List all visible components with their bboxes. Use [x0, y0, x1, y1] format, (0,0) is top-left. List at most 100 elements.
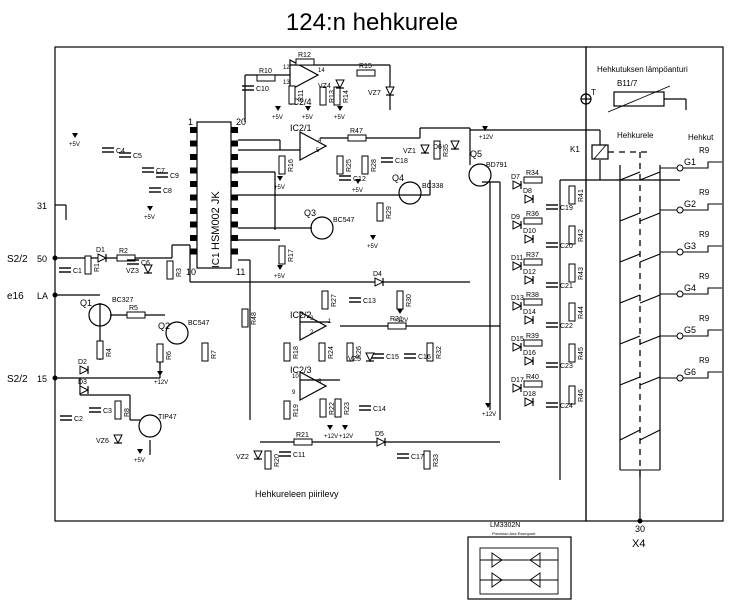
plug-symbol [683, 203, 722, 211]
resistor [523, 176, 543, 184]
supply-arrow [305, 106, 311, 111]
plug-output-label: G1 [684, 157, 696, 167]
diode-label: VZ7 [368, 90, 381, 97]
opamps: IC2/4 IC2/1 IC2/2 IC2/3 12 13 14 4 5 3 2… [283, 58, 332, 402]
inset-sub: Precision Ana Exsmpout [492, 531, 536, 536]
resistor-label: R17 [288, 249, 295, 262]
diode-label: D3 [78, 379, 87, 386]
opamp-ic2-2 [299, 310, 328, 342]
resistor [568, 385, 576, 405]
ic1-pin-right [231, 154, 238, 160]
plug-resistor-label: R9 [699, 314, 710, 323]
capacitor-label: C6 [141, 260, 150, 267]
resistor-label: R20 [274, 454, 281, 467]
resistor-label: R34 [526, 170, 539, 177]
ic1-pin-left [190, 127, 197, 133]
resistor-label: R2 [119, 248, 128, 255]
conn-s2-bottom: S2/2 [7, 374, 28, 385]
supply-label: +5V [367, 244, 378, 250]
diode [512, 342, 523, 352]
transistor-q1 [88, 303, 112, 327]
supply-label: +12V [324, 434, 338, 440]
resistor [568, 343, 576, 363]
resistor-label: R13 [329, 90, 336, 103]
pin-12: 12 [283, 65, 290, 71]
pin-5: 5 [316, 148, 320, 154]
resistor [336, 155, 344, 175]
supply-label: +12V [394, 318, 408, 324]
conn-15: 15 [37, 374, 47, 384]
resistor [568, 302, 576, 322]
resistor-label: R46 [578, 389, 585, 402]
resistor [568, 263, 576, 283]
resistor-label: R41 [578, 189, 585, 202]
resistor [283, 342, 291, 362]
resistor [295, 58, 315, 66]
resistor-label: R15 [359, 63, 372, 70]
relay-contact [619, 171, 641, 181]
resistor-label: R42 [578, 229, 585, 242]
opamp-label-ic2-3: IC2/3 [290, 365, 312, 375]
ic1-pin-left [190, 194, 197, 201]
resistor [523, 217, 543, 225]
resistor [423, 450, 431, 470]
resistor-label: R16 [288, 159, 295, 172]
resistor [278, 155, 286, 175]
supply-label: +5V [352, 188, 363, 194]
supply-arrow [397, 309, 403, 314]
resistor-label: R29 [386, 206, 393, 219]
capacitor-label: C20 [560, 243, 573, 250]
capacitor-label: C4 [116, 148, 125, 155]
ic1-pin-10: 10 [186, 267, 196, 277]
diode-label: D18 [523, 391, 536, 398]
plug-symbol [683, 245, 722, 253]
relay-contact [639, 429, 661, 441]
diode-label: VZ4 [318, 83, 331, 90]
relay-contact [639, 253, 661, 263]
diode-label: D12 [523, 269, 536, 276]
plug-symbol [683, 329, 722, 337]
transistor-tip47 [138, 414, 162, 438]
resistor-label: R10 [259, 68, 272, 75]
resistor-label: R26 [356, 346, 363, 359]
resistor-label: R35 [443, 144, 450, 157]
supply-arrow [485, 403, 491, 408]
plug-output-label: G4 [684, 283, 696, 293]
capacitor-group: C1C2C3C4C5C6C7C8C9C10C11C12C13C14C15C16C… [59, 85, 573, 461]
plug-symbol [683, 161, 722, 169]
transistor-q3 [310, 216, 334, 240]
resistor-label: R47 [350, 128, 363, 135]
lm3302n-inset: LM3302N Precision Ana Exsmpout [467, 522, 572, 600]
pin-2: 2 [310, 330, 314, 336]
diode-label: VZ1 [403, 148, 416, 155]
relay-ref: K1 [570, 145, 580, 154]
relay-contact [619, 253, 641, 263]
pin-3: 3 [310, 316, 314, 322]
diode [524, 275, 535, 285]
plug-terminal [676, 374, 684, 382]
plug-terminal [676, 206, 684, 214]
resistor-label: R12 [298, 52, 311, 59]
resistor-label: R48 [251, 312, 258, 325]
ic1-pin-right [231, 248, 238, 255]
resistor [334, 398, 342, 418]
plug-resistor-label: R9 [699, 188, 710, 197]
diode-label: D8 [523, 188, 532, 195]
supply-arrow [277, 265, 283, 270]
supply-arrow [137, 449, 143, 454]
diode [450, 140, 460, 151]
plug-resistor-label: R9 [699, 146, 710, 155]
resistor-label: R14 [343, 90, 350, 103]
resistor [114, 400, 122, 420]
diode-label: D1 [96, 247, 105, 254]
supply-label: +5V [302, 115, 313, 121]
x4-name: X4 [632, 538, 645, 550]
supply-label: +12V [482, 412, 496, 418]
pin-13: 13 [283, 80, 290, 86]
diode-label: D16 [523, 350, 536, 357]
plug-symbol [683, 287, 722, 295]
resistor-label: R31 [390, 316, 403, 323]
resistor [84, 255, 92, 275]
capacitor-label: C16 [418, 354, 431, 361]
resistor [166, 260, 174, 280]
